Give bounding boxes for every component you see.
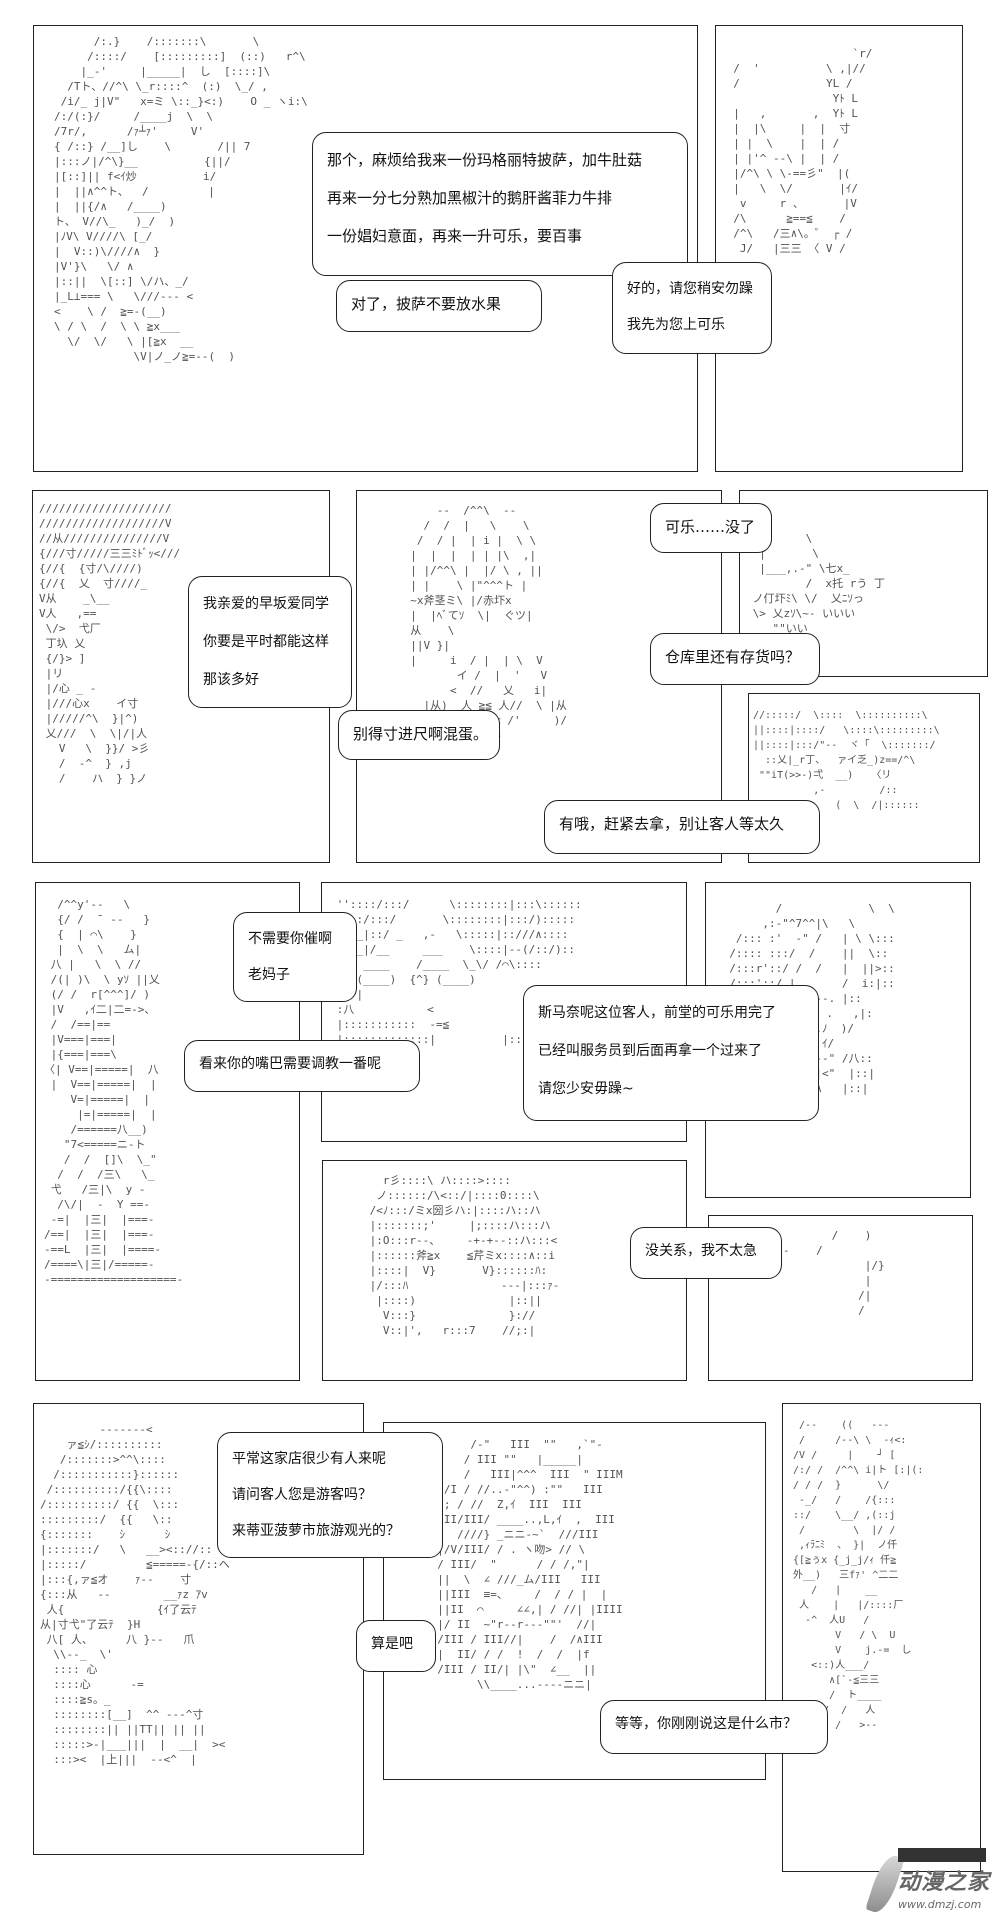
ascii-art-customer-ordering: /:.} /:::::::\ \ /::::/ [:::::::::] (::)… <box>54 35 308 363</box>
ascii-art-maid-standing: /^^y'-- \ {/ / ̄ -- } { | ⌒\ } | \ \ ム| … <box>44 898 184 1286</box>
watermark-bar <box>898 1848 986 1862</box>
speech-bubble-cola-empty-apology: 斯马奈呢这位客人，前堂的可乐用完了 已经叫服务员到后面再拿一个过来了 请您少安毋… <box>523 985 819 1121</box>
speech-bubble-discipline: 看来你的嘴巴需要调教一番呢 <box>184 1040 420 1092</box>
speech-bubble-stock: 仓库里还有存货吗？ <box>650 633 820 685</box>
bubble-line: 仓库里还有存货吗？ <box>665 648 801 666</box>
speech-bubble-dont-rush: 不需要你催啊 老妈子 <box>233 912 357 1002</box>
bubble-line: 那个，麻烦给我来一份玛格丽特披萨，加牛肚菇 <box>327 151 643 169</box>
speech-bubble-please-wait: 好的，请您稍安勿躁 我先为您上可乐 <box>612 262 772 354</box>
speech-bubble-which-city: 等等，你刚刚说这是什么市？ <box>600 1700 828 1754</box>
ascii-art-girl-shaded: //////////////////// ///////////////////… <box>39 502 181 785</box>
panel-10: r彡::::\ ハ::::>:::: ノ::::::/\<::/|::::0::… <box>322 1160 687 1381</box>
bubble-line: 请问客人您是游客吗？ <box>232 1487 372 1503</box>
bubble-line: 我先为您上可乐 <box>627 317 725 333</box>
panel-2: `r/ / ' \ ,|// / YL / Yﾄ L | , , Yﾄ L | … <box>715 25 963 472</box>
bubble-line: 一份娼妇意面，再来一升可乐，要百事 <box>327 227 583 245</box>
bubble-line: 看来你的嘴巴需要调教一番呢 <box>199 1056 381 1072</box>
ascii-art-smug-face: //:::::/ \:::: \::::::::::\ ||::::|::::/… <box>753 710 940 811</box>
ascii-art-striped-hair-girl: /-" III "" ,`"- / III "" |_____| / III|^… <box>437 1438 623 1691</box>
bubble-line: 来蒂亚菠萝市旅游观光的？ <box>232 1523 400 1539</box>
speech-bubble-cola-gone: 可乐……没了 <box>650 503 772 553</box>
bubble-line: 有哦，赶紧去拿，别让客人等太久 <box>559 815 785 833</box>
speech-bubble-no-hurry: 没关系，我不太急 <box>630 1227 782 1279</box>
site-watermark: 动漫之家 www.dmzj.com <box>865 1846 994 1918</box>
bubble-line: 算是吧 <box>371 1636 413 1652</box>
speech-bubble-i-guess: 算是吧 <box>356 1620 436 1672</box>
bubble-line: 平常这家店很少有人来呢 <box>232 1451 386 1467</box>
bubble-line: 对了，披萨不要放水果 <box>351 295 502 313</box>
panel-5: | \ | \ |___,.-" \七x_ / x托 rう 丁 ノ仃圷ﾐ\ \/… <box>739 490 988 677</box>
bubble-line: 老妈子 <box>248 967 290 983</box>
watermark-brand: 动漫之家 <box>898 1870 991 1895</box>
bubble-line: 已经叫服务员到后面再拿一个过来了 <box>538 1043 762 1059</box>
bubble-line: 斯马奈呢这位客人，前堂的可乐用完了 <box>538 1005 776 1021</box>
speech-bubble-order: 那个，麻烦给我来一份玛格丽特披萨，加牛肚菇 再来一分七分熟加黑椒汁的鹅肝酱菲力牛… <box>312 132 688 276</box>
bubble-line: 可乐……没了 <box>665 518 756 536</box>
bubble-line: 你要是平时都能这样 <box>203 634 329 650</box>
bubble-line: 不需要你催啊 <box>248 931 332 947</box>
bubble-line: 没关系，我不太急 <box>645 1243 757 1259</box>
ascii-art-face-closeup: | \ | \ |___,.-" \七x_ / x托 rう 丁 ノ仃圷ﾐ\ \/… <box>752 532 885 635</box>
ascii-art-hooded-girl: -------< ァ≦ｼ/:::::::::: /:::::::>^^\::::… <box>40 1423 230 1766</box>
watermark-url: www.dmzj.com <box>898 1898 982 1911</box>
speech-bubble-tourist: 平常这家店很少有人来呢 请问客人您是游客吗？ 来蒂亚菠萝市旅游观光的？ <box>217 1432 443 1558</box>
ascii-art-waiter: `r/ / ' \ ,|// / YL / Yﾄ L | , , Yﾄ L | … <box>733 47 873 255</box>
ascii-art-dotted-face: r彡::::\ ハ::::>:::: ノ::::::/\<::/|::::0::… <box>369 1174 560 1337</box>
bubble-line: 那该多好 <box>203 672 259 688</box>
bubble-line: 再来一分七分熟加黑椒汁的鹅肝酱菲力牛排 <box>327 189 613 207</box>
ascii-art-side-figure: /-- (( --- / /--\ \ -ｨ<: /V / | ┘ [ /:/ … <box>793 1420 924 1731</box>
panel-7: /^^y'-- \ {/ / ̄ -- } { | ⌒\ } | \ \ ム| … <box>35 882 300 1381</box>
speech-bubble-no-fruit: 对了，披萨不要放水果 <box>336 280 542 332</box>
speech-bubble-dont-push: 别得寸进尺啊混蛋。 <box>338 710 500 760</box>
bubble-line: 我亲爱的早坂爱同学 <box>203 596 329 612</box>
bubble-line: 等等，你刚刚说这是什么市？ <box>615 1716 797 1732</box>
panel-14: /-- (( --- / /--\ \ -ｨ<: /V / | ┘ [ /:/ … <box>782 1403 981 1872</box>
bubble-line: 好的，请您稍安勿躁 <box>627 281 753 297</box>
bubble-line: 别得寸进尺啊混蛋。 <box>353 725 489 743</box>
panel-12: -------< ァ≦ｼ/:::::::::: /:::::::>^^\::::… <box>33 1403 364 1855</box>
bubble-line: 请您少安毋躁~ <box>538 1081 634 1097</box>
speech-bubble-go-fetch: 有哦，赶紧去拿，别让客人等太久 <box>544 800 820 854</box>
speech-bubble-hayasaka: 我亲爱的早坂爱同学 你要是平时都能这样 那该多好 <box>188 576 352 708</box>
